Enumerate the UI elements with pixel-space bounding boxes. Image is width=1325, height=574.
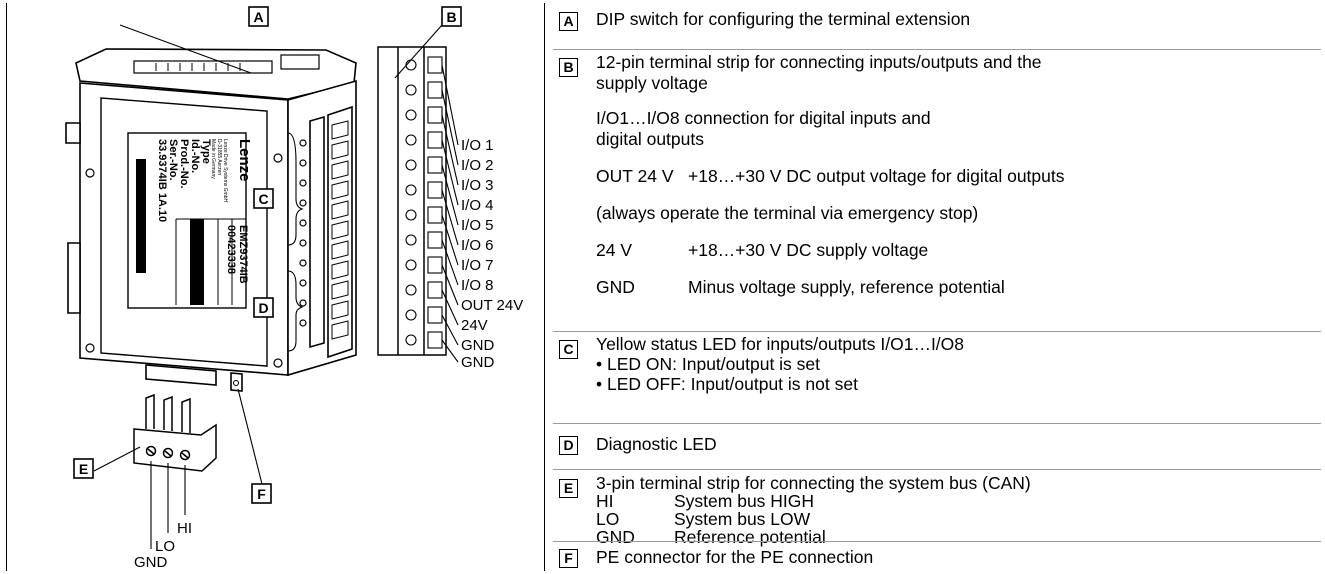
pin-label-gnd-2: GND	[461, 354, 495, 371]
nameplate-field-ser: Ser.-No.	[167, 139, 179, 181]
pin-leader	[441, 314, 459, 346]
strip-screw	[405, 259, 417, 271]
svg-text:E: E	[79, 461, 88, 477]
strip-screw	[405, 309, 417, 321]
nameplate: Lenze Lenze Drive Systems GmbH D-31855 A…	[156, 139, 253, 284]
strip-screw	[405, 209, 417, 221]
bus-pin-label-hi: HI	[177, 520, 192, 537]
pin-label-io8: I/O 8	[461, 277, 494, 294]
callout-D: D	[253, 297, 274, 318]
legend-row-b: B 12-pin terminal strip for connecting i…	[553, 49, 1321, 352]
pin-leader	[441, 339, 459, 363]
nameplate-brand: Lenze	[236, 139, 253, 182]
legend-badge-e: E	[559, 479, 578, 498]
legend-badge-b: B	[559, 58, 578, 77]
strip-socket	[427, 131, 443, 149]
strip-socket	[427, 181, 443, 199]
pin-label-io7: I/O 7	[461, 257, 494, 274]
strip-screw	[405, 159, 417, 171]
nameplate-id-value: 00423338	[225, 225, 237, 274]
pin-leader	[441, 114, 459, 186]
legend-row-a: A DIP switch for configuring the termina…	[553, 3, 1321, 49]
pin-leader	[441, 214, 459, 266]
pin-leader	[441, 264, 459, 306]
svg-text:F: F	[257, 486, 266, 502]
strip-socket	[427, 106, 443, 124]
strip-screw	[405, 334, 417, 346]
svg-text:D: D	[258, 300, 268, 316]
strip-socket	[427, 56, 443, 74]
legend-row-f: F PE connector for the PE connection	[553, 541, 1321, 574]
pin-leader	[441, 164, 459, 226]
pin-leader	[441, 89, 459, 166]
terminal-strip-3pin	[133, 393, 217, 472]
nameplate-serial-value: 33.9374IB 1A.10	[156, 139, 168, 222]
pin-label-io2: I/O 2	[461, 157, 494, 174]
bus-pin-label-gnd: GND	[134, 554, 168, 571]
terminal-strip-12pin	[377, 46, 447, 356]
pin-label-gnd-1: GND	[461, 337, 495, 354]
pin-leader	[441, 189, 459, 246]
pin-leader	[441, 289, 459, 326]
legend-badge-a: A	[559, 12, 578, 31]
strip-screw	[405, 59, 417, 71]
strip-socket	[427, 231, 443, 249]
strip-screw	[405, 234, 417, 246]
callout-C: C	[253, 188, 274, 209]
nameplate-small-print-3: Made in Germany	[210, 139, 216, 179]
strip-socket	[427, 306, 443, 324]
nameplate-field-type: Type	[200, 139, 212, 164]
legend-desc-a: DIP switch for configuring the terminal …	[596, 9, 971, 29]
legend-desc-f: PE connector for the PE connection	[596, 547, 874, 567]
figure-frame	[6, 3, 545, 571]
pin-label-io6: I/O 6	[461, 237, 494, 254]
legend-row-e: E 3-pin terminal strip for connecting th…	[553, 469, 1321, 546]
pin-label-out24v: OUT 24V	[461, 297, 523, 314]
strip-screw	[405, 284, 417, 296]
legend-row-c: C Yellow status LED for inputs/outputs I…	[553, 331, 1321, 424]
legend-desc-d: Diagnostic LED	[596, 434, 717, 454]
legend-desc-b: 12-pin terminal strip for connecting inp…	[596, 52, 1065, 297]
legend-desc-e: 3-pin terminal strip for connecting the …	[596, 473, 1031, 547]
strip-socket	[427, 156, 443, 174]
pin-leader	[441, 239, 459, 286]
pin-label-io5: I/O 5	[461, 217, 494, 234]
svg-text:A: A	[253, 9, 263, 25]
strip-socket	[427, 256, 443, 274]
svg-text:B: B	[446, 9, 456, 25]
strip-screw	[405, 109, 417, 121]
legend-row-d: D Diagnostic LED	[553, 423, 1321, 470]
module-body	[65, 48, 357, 392]
strip-socket	[427, 281, 443, 299]
nameplate-type-value: EMZ9374IB	[237, 225, 249, 284]
legend-badge-f: F	[559, 549, 578, 568]
pin-label-24v: 24V	[461, 317, 488, 334]
strip-screw	[405, 184, 417, 196]
legend-badge-d: D	[559, 436, 578, 455]
callout-F: F	[251, 483, 272, 504]
strip-screw	[405, 84, 417, 96]
leader-lines	[93, 24, 459, 549]
callout-B: B	[441, 6, 462, 27]
nameplate-field-prod: Prod.-No.	[178, 139, 190, 189]
device-diagram: A B C D E F I/O 1 I/O 2 I/O 3 I/O 4 I/O …	[65, 6, 523, 571]
pin-label-io4: I/O 4	[461, 197, 494, 214]
pin-leader	[441, 64, 459, 146]
nameplate-small-print-1: Lenze Drive Systems GmbH	[222, 139, 228, 202]
bus-pin-label-lo: LO	[155, 538, 175, 555]
strip-screw	[405, 134, 417, 146]
strip-socket	[427, 331, 443, 349]
strip-socket	[427, 81, 443, 99]
pin-label-io1: I/O 1	[461, 137, 494, 154]
pin-label-io3: I/O 3	[461, 177, 494, 194]
strip-socket	[427, 206, 443, 224]
nameplate-field-id: Id.-No.	[189, 139, 201, 173]
nameplate-small-print-2: D-31855 Aerzen	[216, 139, 222, 175]
callout-A: A	[248, 6, 269, 27]
legend-badge-c: C	[559, 340, 578, 359]
callout-E: E	[73, 458, 94, 479]
svg-text:C: C	[258, 191, 268, 207]
legend-desc-c: Yellow status LED for inputs/outputs I/O…	[596, 334, 965, 394]
pin-leader	[441, 139, 459, 206]
